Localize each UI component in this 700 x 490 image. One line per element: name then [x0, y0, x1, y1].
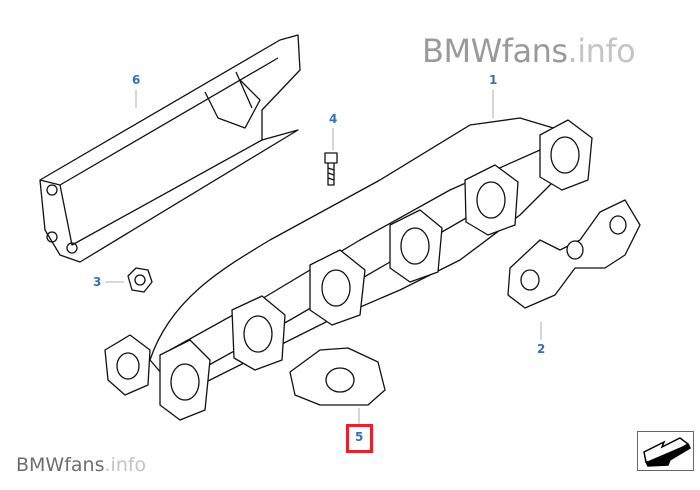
callout-1[interactable]: 1	[489, 73, 498, 87]
heat-shield-part-6	[39, 34, 301, 263]
gasket-part-2	[507, 199, 641, 309]
watermark-brand: BMWfans	[16, 454, 105, 476]
exhaust-manifold-part-1	[104, 117, 593, 421]
callout-2[interactable]: 2	[537, 342, 546, 356]
callout-5[interactable]: 5	[355, 430, 364, 444]
callout-6[interactable]: 6	[132, 73, 141, 87]
watermark-suffix: .info	[567, 32, 636, 70]
leader-lines	[105, 90, 542, 426]
gasket-part-5	[289, 347, 386, 406]
selected-callout-highlight	[346, 424, 373, 453]
callout-3[interactable]: 3	[93, 275, 102, 289]
watermark-brand: BMWfans	[422, 32, 568, 70]
arrow-back-icon	[643, 437, 691, 467]
watermark-bottom: BMWfans.info	[16, 454, 146, 476]
watermark-top: BMWfans.info	[422, 32, 636, 70]
bolt-part-4	[324, 152, 338, 186]
callout-4[interactable]: 4	[329, 112, 338, 126]
back-navigation-button[interactable]	[637, 431, 694, 471]
watermark-suffix: .info	[104, 454, 147, 476]
nut-part-3	[127, 267, 153, 293]
